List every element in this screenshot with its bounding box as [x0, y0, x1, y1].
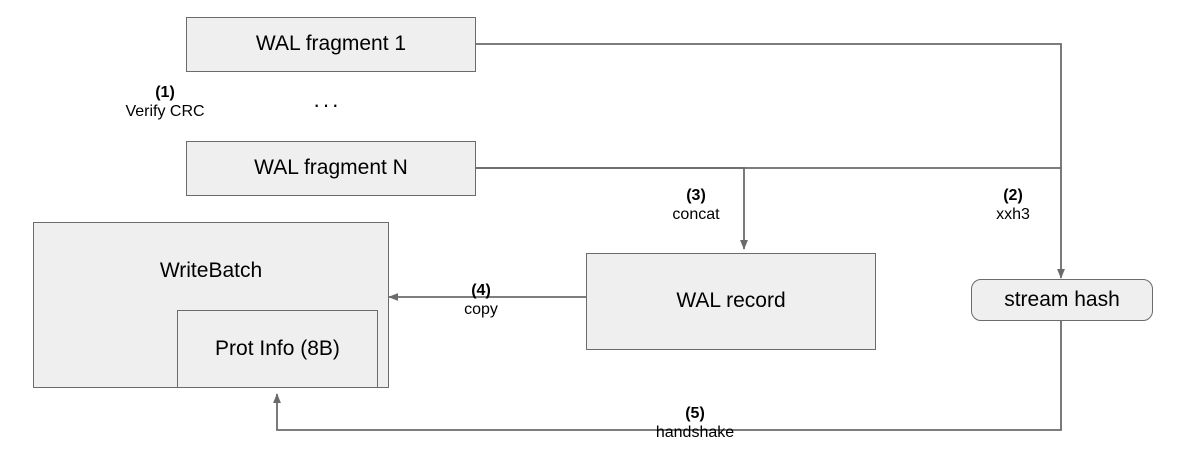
edge-label-step-5-desc: handshake [655, 424, 735, 442]
edge-label-step-2: (2) xxh3 [963, 186, 1063, 224]
edge-fragment1-to-rail [476, 43, 1062, 168]
edge-label-step-5-number: (5) [685, 405, 705, 422]
edge-label-step-4: (4) copy [421, 281, 541, 319]
edge-label-step-3-desc: concat [672, 206, 720, 224]
node-wal-record[interactable]: WAL record [586, 253, 876, 350]
edge-label-step-4-number: (4) [471, 282, 491, 299]
edge-label-step-5: (5) handshake [630, 404, 760, 442]
node-prot-info-label: Prot Info (8B) [215, 336, 340, 360]
node-wal-fragment-n-label: WAL fragment N [254, 156, 408, 180]
edge-label-step-3-number: (3) [686, 187, 706, 204]
fragments-ellipsis: ··· [313, 92, 341, 117]
node-write-batch-label: WriteBatch [159, 259, 263, 282]
edge-label-step-2-number: (2) [1003, 187, 1023, 204]
node-wal-record-label: WAL record [676, 289, 786, 313]
node-stream-hash-label: stream hash [1004, 287, 1120, 311]
edge-streamhash-to-protinfo [273, 320, 1062, 431]
node-wal-fragment-1-label: WAL fragment 1 [255, 32, 407, 56]
node-prot-info[interactable]: Prot Info (8B) [177, 310, 378, 388]
edge-label-step-2-desc: xxh3 [996, 206, 1030, 224]
edge-fragmentn-to-walrecord [476, 167, 748, 250]
edge-label-step-1: (1) Verify CRC [105, 83, 225, 121]
node-wal-fragment-n[interactable]: WAL fragment N [186, 141, 476, 196]
node-stream-hash[interactable]: stream hash [971, 279, 1153, 321]
edge-label-step-3: (3) concat [646, 186, 746, 224]
edge-label-step-1-number: (1) [155, 84, 175, 101]
edge-label-step-4-desc: copy [464, 301, 498, 319]
node-wal-fragment-1[interactable]: WAL fragment 1 [186, 17, 476, 72]
edge-label-step-1-desc: Verify CRC [125, 103, 205, 121]
